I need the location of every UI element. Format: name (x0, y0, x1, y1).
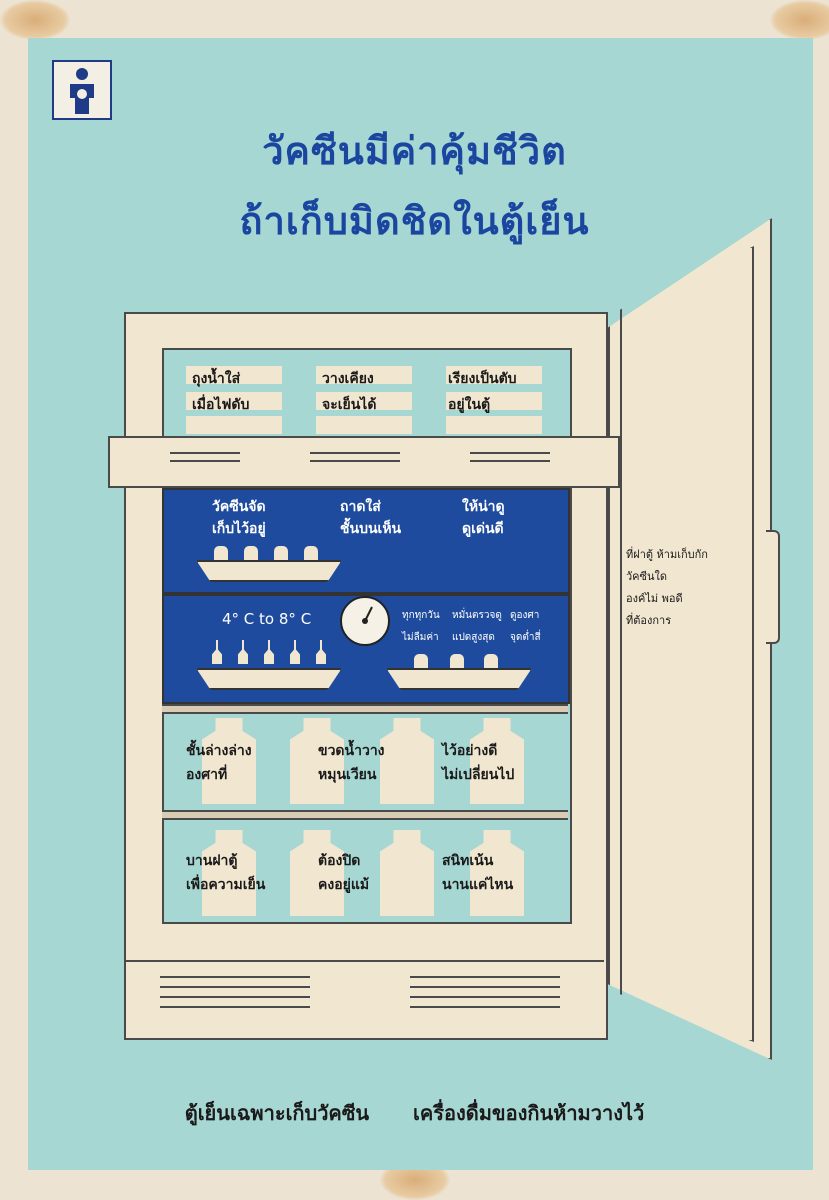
freezer-note-1-line-1: ถุงน้ำใส่ (192, 371, 241, 387)
lower-shelf1-text-1-line-1: ชั้นล่างล่าง (186, 743, 252, 759)
tray-text-3-line-2: ดูเด่นดี (462, 521, 504, 537)
vial-icon (304, 546, 318, 562)
freezer-shelf (108, 436, 620, 488)
freezer-note-2-line-1: วางเคียง (322, 371, 374, 387)
freezer-note-bg (446, 366, 542, 384)
vent-line (160, 986, 310, 988)
ampoule-icon (238, 640, 248, 664)
freezer-note-bg (316, 366, 412, 384)
vial-icon (414, 654, 428, 670)
freezer-note-2-line-2: จะเย็นได้ (322, 397, 377, 413)
freezer-note-bg (186, 416, 282, 434)
lower-shelf2-text-1-line-2: เพื่อความเย็น (186, 877, 266, 893)
shelf-divider (162, 704, 568, 714)
vial-icon (244, 546, 258, 562)
vial-tray (386, 668, 532, 690)
tape-top-right (770, 0, 829, 40)
tray-text-1-line-1: วัคซีนจัด (212, 499, 266, 515)
freezer-note-3-line-2: อยู่ในตู้ (448, 397, 491, 413)
freezer-note-bg (446, 416, 542, 434)
lower-shelf1-text-3-line-2: ไม่เปลี่ยนไป (442, 767, 515, 783)
door-text: ที่ฝาตู้ ห้ามเก็บกัก วัคซีนใด องค์ไม่ พอ… (626, 544, 708, 632)
vent-line (160, 1006, 310, 1008)
title-line-1: วัคซีนมีค่าคุ้มชีวิต (262, 129, 567, 173)
vent-line (410, 976, 560, 978)
lower-shelf2-text-1-line-1: บานฝาตู้ (186, 853, 238, 869)
title-line-2: ถ้าเก็บมิดชิดในตู้เย็น (239, 199, 590, 243)
vent-line (410, 986, 560, 988)
lower-shelf1-text-2-line-2: หมุนเวียน (318, 767, 377, 783)
ampoule-icon (316, 640, 326, 664)
lower-shelf2-text-2-line-1: ต้องปิด (318, 853, 361, 869)
vent-line (160, 976, 310, 978)
footer: ตู้เย็นเฉพาะเก็บวัคซีน เครื่องดื่มของกิน… (0, 1097, 829, 1129)
vent-line (470, 452, 550, 454)
freezer-note-bg (316, 392, 412, 410)
door-text-line-3: องค์ไม่ พอดี (626, 592, 683, 605)
vent-line (310, 452, 400, 454)
check-text-1-line-1: ทุกทุกวัน (402, 610, 440, 621)
lower-shelf1-text-2-line-1: ขวดน้ำวาง (318, 743, 385, 759)
ampoule-tray (196, 668, 342, 690)
freezer-note-bg (186, 366, 282, 384)
freezer-note-bg (186, 392, 282, 410)
vent-line (470, 460, 550, 462)
door-text-line-2: วัคซีนใด (626, 570, 668, 583)
fridge-base-divider (124, 960, 604, 962)
tray-text-3-line-1: ให้น่าดู (462, 499, 505, 515)
temperature-range: 4° C to 8° C (222, 610, 312, 628)
freezer-note-3-line-1: เรียงเป็นตับ (448, 371, 517, 387)
lower-shelf2-text-2-line-2: คงอยู่แม้ (318, 877, 370, 893)
door-text-line-4: ที่ต้องการ (626, 614, 672, 627)
ampoule-icon (264, 640, 274, 664)
vaccine-tray (196, 560, 342, 582)
lower-shelf1-text-1-line-2: องศาที่ (186, 767, 228, 783)
footer-left: ตู้เย็นเฉพาะเก็บวัคซีน (184, 1101, 370, 1125)
check-text-1-line-2: ไม่ลืมค่า (402, 632, 439, 643)
vent-line (160, 996, 310, 998)
tape-top-left (0, 0, 70, 40)
vent-line (170, 452, 240, 454)
freezer-note-bg (446, 392, 542, 410)
ampoule-icon (290, 640, 300, 664)
vial-icon (274, 546, 288, 562)
vial-icon (450, 654, 464, 670)
vent-line (410, 996, 560, 998)
tray-text-2-line-1: ถาดใส่ (340, 499, 381, 515)
fridge-door (608, 218, 772, 1060)
person-with-child-icon (52, 60, 112, 120)
vent-line (170, 460, 240, 462)
thermometer-dial-icon (340, 596, 390, 646)
tray-text-1-line-2: เก็บไว้อยู่ (212, 521, 266, 537)
check-text-3-line-2: จุดต่ำสี่ (510, 632, 541, 643)
check-text-2-line-1: หมั่นตรวจดู (452, 610, 502, 621)
footer-right: เครื่องดื่มของกินห้ามวางไว้ (413, 1101, 645, 1125)
freezer-note-1-line-2: เมื่อไฟดับ (192, 397, 250, 413)
check-text-3-line-1: ดูองศา (510, 610, 540, 621)
door-text-line-1: ที่ฝาตู้ ห้ามเก็บกัก (626, 548, 708, 561)
vent-line (410, 1006, 560, 1008)
ampoule-icon (212, 640, 222, 664)
shelf-divider (162, 810, 568, 820)
check-text-2-line-2: แปดสูงสุด (452, 632, 495, 643)
vent-line (310, 460, 400, 462)
lower-shelf2-text-3-line-2: นานแค่ไหน (442, 877, 514, 893)
lower-shelf1-text-3-line-1: ไว้อย่างดี (442, 743, 498, 759)
freezer-note-bg (316, 416, 412, 434)
fridge-door-panel (620, 246, 754, 1042)
lower-shelf2-text-3-line-1: สนิทเน้น (442, 853, 494, 869)
vial-icon (484, 654, 498, 670)
tray-text-2-line-2: ชั้นบนเห็น (340, 521, 402, 537)
vial-icon (214, 546, 228, 562)
door-handle (766, 530, 780, 644)
